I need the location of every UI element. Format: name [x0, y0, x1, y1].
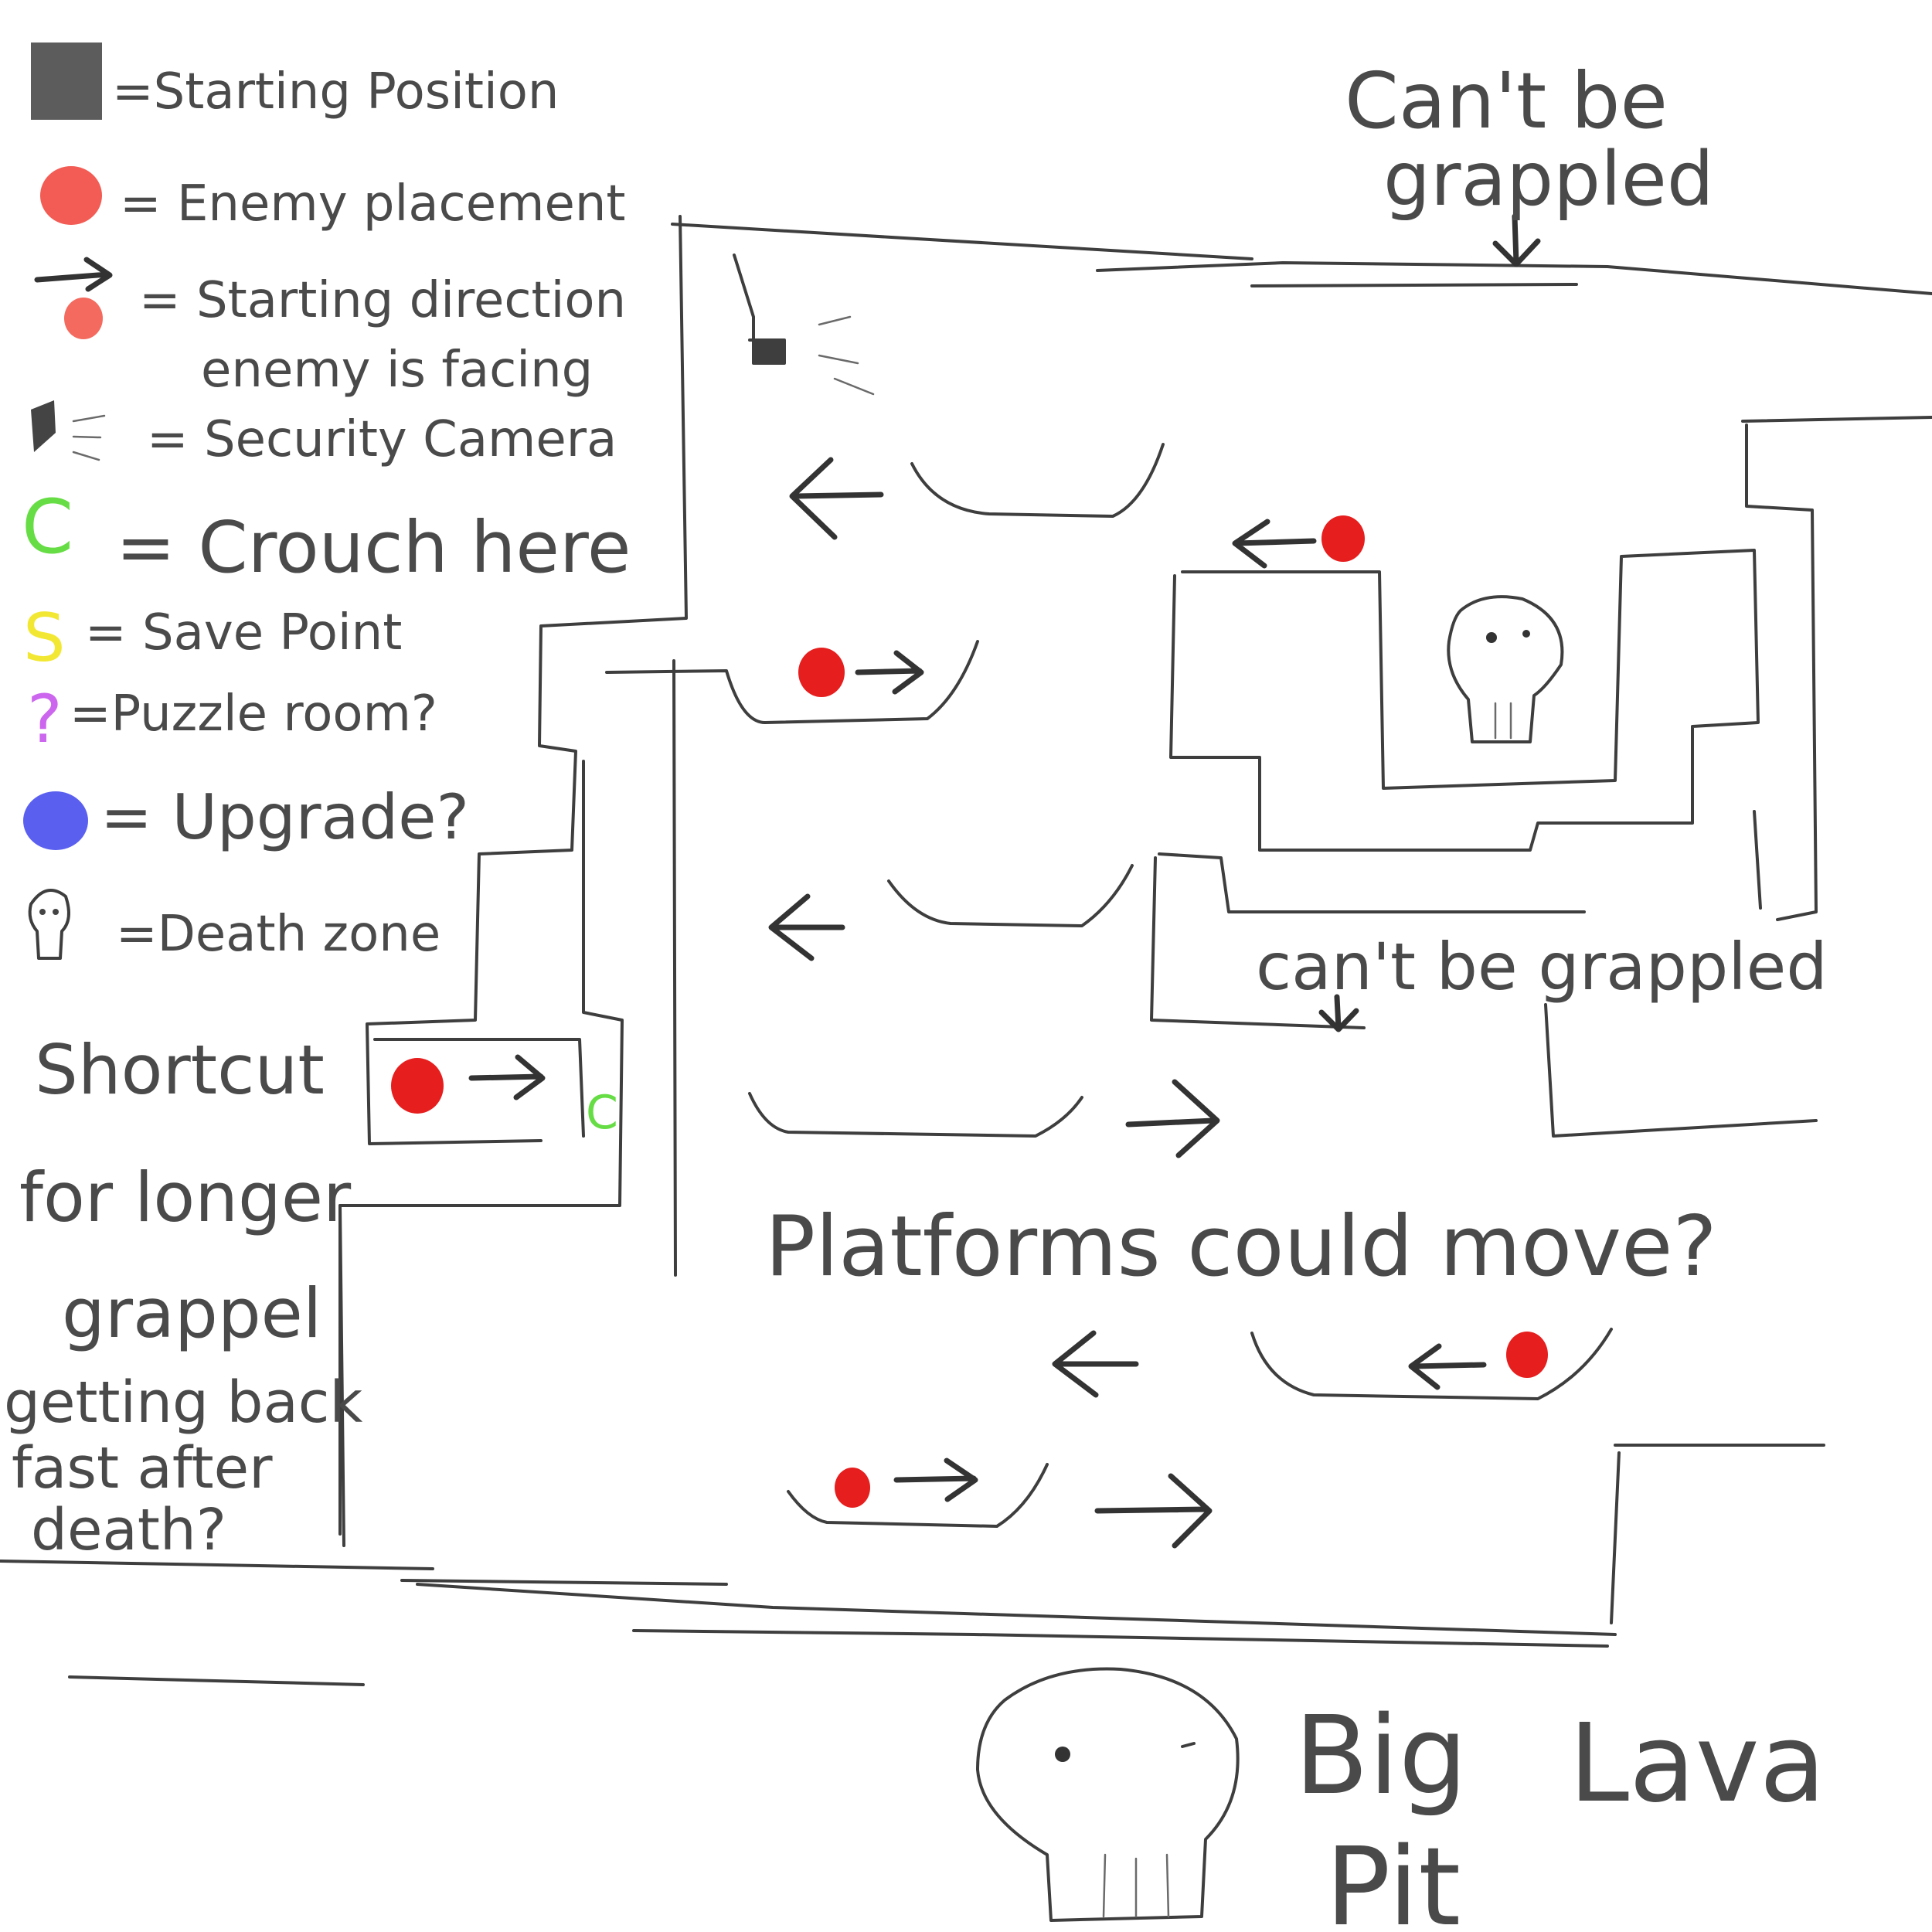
shortcut-line-4: getting back: [4, 1369, 362, 1436]
lower-right-wall: [1610, 1444, 1825, 1624]
arrow-left-top: [789, 457, 884, 540]
enemies: [391, 515, 1548, 1508]
ledge-mid-2: [748, 1092, 1083, 1138]
shortcut-line-2: for longer: [19, 1158, 352, 1237]
legend-security-camera: = Security Camera: [147, 411, 617, 468]
legend-save-point: = Save Point: [85, 604, 402, 662]
legend-crouch-here: = Crouch here: [116, 506, 631, 589]
note-lava-pit: Big Lava Pit: [1294, 1693, 1825, 1932]
enemy-1-direction: [1232, 519, 1317, 569]
enemy-3: [391, 1058, 444, 1114]
lava-pit-lava: Lava: [1569, 1701, 1825, 1827]
platform-arrows: [768, 213, 1541, 1549]
note-platforms-move: Platforms could move?: [765, 1199, 1717, 1295]
legend-starting-position: =Starting Position: [112, 63, 559, 121]
security-camera-map-icon: [753, 315, 875, 396]
death-zone-skull-room: [1447, 595, 1564, 743]
shortcut-line-1: Shortcut: [35, 1030, 325, 1110]
lava-pit-pit: Pit: [1325, 1825, 1461, 1932]
ledge-upper-1: [910, 443, 1165, 518]
death-zone-skull-icon: [28, 889, 70, 960]
crouch-icon: C: [22, 484, 73, 570]
legend-upgrade: = Upgrade?: [100, 781, 469, 853]
legend-enemy-placement: = Enemy placement: [120, 175, 625, 233]
enemy-2-direction: [855, 650, 924, 695]
ledge-upper-2: [605, 640, 979, 724]
ledge-mid-1: [887, 864, 1134, 927]
enemy-dot-icon: [40, 166, 102, 225]
shortcut-line-6: death?: [31, 1497, 226, 1563]
level-layout: [0, 215, 1932, 1686]
shortcut-tunnel: [0, 1038, 728, 1586]
enemy-3-direction: [468, 1054, 546, 1100]
upgrade-dot-icon: [23, 791, 88, 850]
enemy-4-direction: [1408, 1343, 1487, 1390]
enemy-5-direction: [893, 1458, 978, 1502]
legend-death-zone: =Death zone: [116, 906, 440, 963]
top-ceiling: [671, 223, 1932, 295]
legend-starting-direction: = Starting direction: [139, 272, 626, 329]
arrow-left-low: [1052, 1330, 1139, 1398]
arrow-right-low: [1094, 1473, 1213, 1549]
shortcut-line-5: fast after: [12, 1435, 273, 1502]
arrow-right-mid: [1125, 1079, 1220, 1158]
legend: =Starting Position = Enemy placement = S…: [22, 43, 631, 963]
enemy-4: [1506, 1332, 1548, 1378]
note-cant-grapple-top-1: Can't be: [1345, 56, 1668, 146]
death-zone-skull-lava: [976, 1667, 1240, 1922]
security-camera-icon: [31, 400, 106, 461]
legend-enemy-facing: enemy is facing: [201, 342, 593, 399]
arrow-left-mid: [768, 893, 845, 961]
puzzle-room-icon: ?: [27, 681, 63, 758]
shortcut-line-3: grappel: [62, 1274, 321, 1353]
note-shortcut: Shortcut for longer grappel getting back…: [4, 1030, 362, 1563]
can't-grapple-box: [1150, 852, 1586, 1029]
enemy-5: [835, 1468, 870, 1508]
crouch-marker: C: [586, 1086, 618, 1140]
starting-position-icon: [31, 43, 102, 120]
ledge-low-1: [1250, 1328, 1613, 1400]
lava-pit-big: Big: [1294, 1693, 1468, 1819]
enemy-direction-icon: [34, 257, 113, 339]
note-cant-grapple-top-2: grappled: [1383, 136, 1714, 223]
legend-puzzle-room: =Puzzle room?: [70, 685, 437, 743]
bottom-floor: [68, 1583, 1617, 1686]
save-point-icon: S: [23, 600, 66, 677]
right-mid-wall: [1544, 1003, 1818, 1138]
grapple-down-arrow-mid: [1318, 994, 1359, 1032]
enemy-2: [798, 648, 845, 697]
skull-room-right-wall: [1741, 416, 1932, 423]
note-cant-grapple-mid: can't be grappled: [1256, 929, 1828, 1005]
ledge-low-2: [787, 1463, 1049, 1528]
enemy-1: [1321, 515, 1365, 562]
skull-room-walls: [1169, 423, 1818, 921]
grapple-down-arrow-top: [1492, 213, 1541, 267]
